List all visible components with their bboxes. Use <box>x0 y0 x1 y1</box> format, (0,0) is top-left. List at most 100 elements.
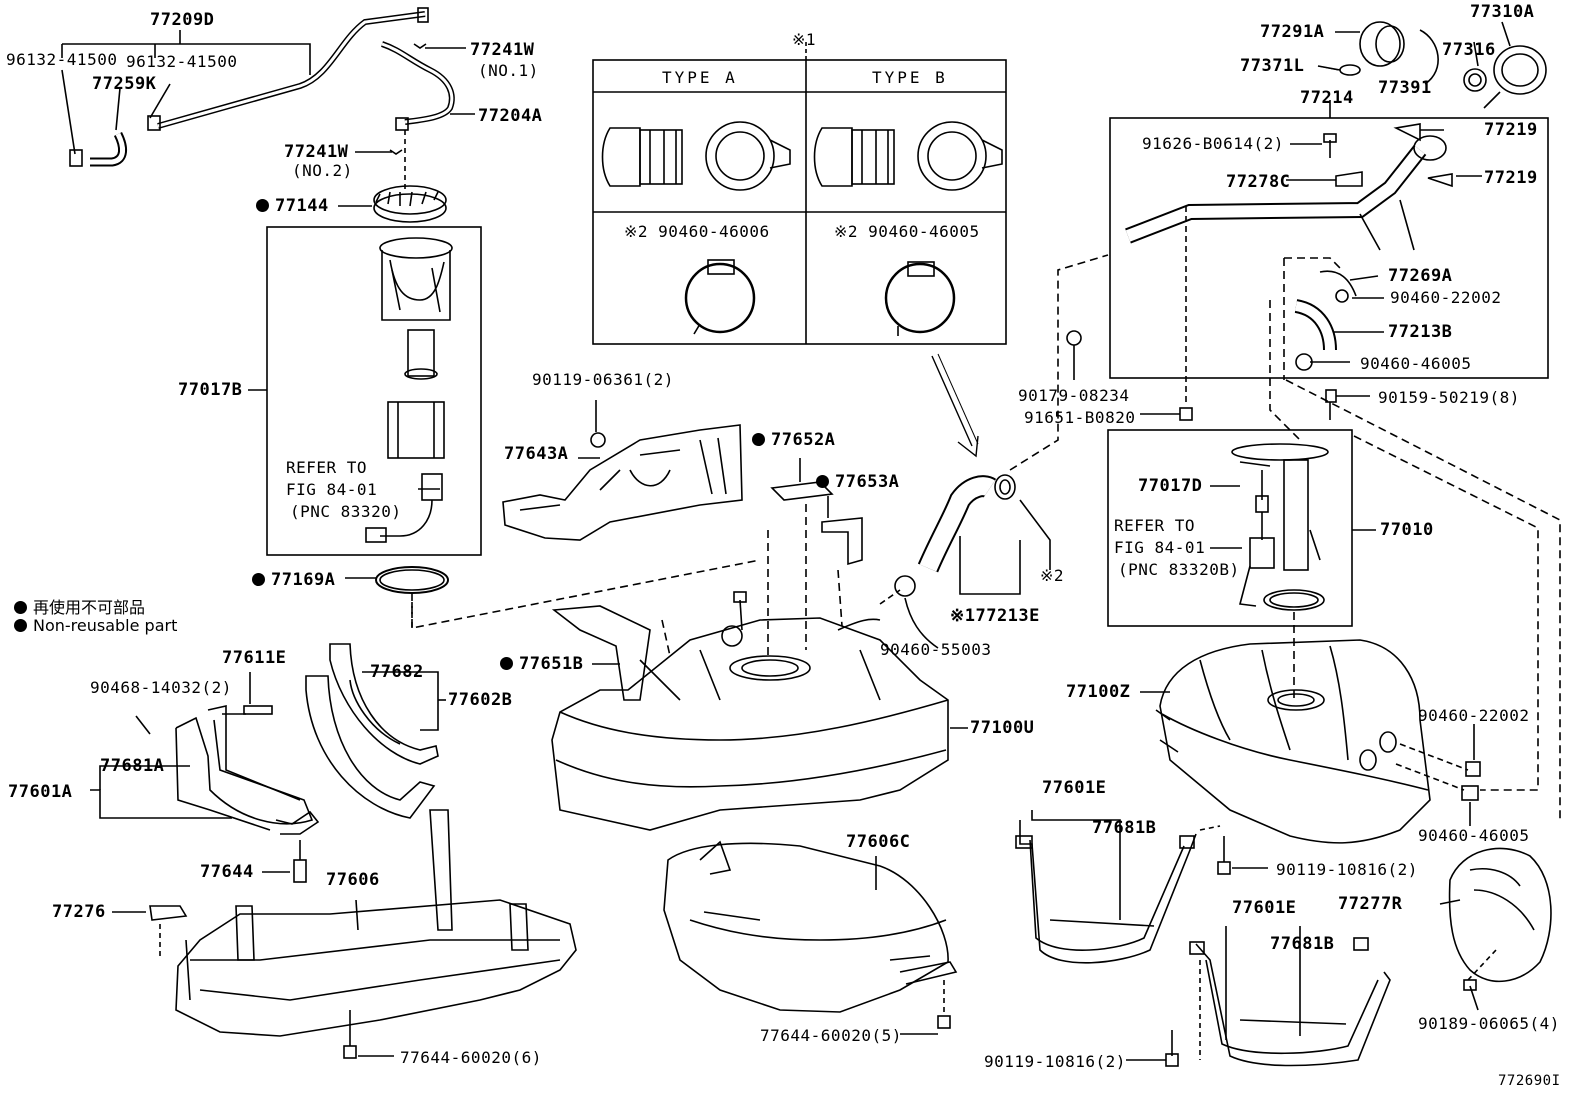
refer-pnc-1: (PNC 83320) <box>290 502 402 521</box>
refer-fig-1: FIG 84-01 <box>286 480 378 499</box>
protector-77606 <box>175 809 577 1037</box>
filler-hose-77213E <box>879 474 1051 649</box>
fuel-hose-77209D <box>69 7 429 167</box>
part-77213B: 77213B <box>1388 322 1453 342</box>
fuel-pump-box-2 <box>1107 429 1353 627</box>
part-77681B-lower: 77681B <box>1270 934 1335 954</box>
legend-dot-icon <box>14 601 27 614</box>
part-77259K: 77259K <box>92 74 157 94</box>
figure-id: 772690I <box>1498 1073 1561 1089</box>
part-96132-41500-left: 96132-41500 <box>6 50 118 69</box>
part-90159-50219: 90159-50219(8) <box>1378 388 1520 407</box>
lock-ring-77144 <box>373 130 447 223</box>
band-77651B <box>551 605 651 701</box>
non-reusable-dot-icon <box>252 573 265 586</box>
part-77681B-upper: 77681B <box>1092 818 1157 838</box>
part-90119-06361: 90119-06361(2) <box>532 370 674 389</box>
part-77010: 77010 <box>1380 520 1434 540</box>
refer-to-2: REFER TO <box>1114 516 1196 535</box>
pad-77653A <box>821 517 863 566</box>
filler-pipe-77214 <box>1066 123 1453 371</box>
refer-fig-2: FIG 84-01 <box>1114 538 1206 557</box>
part-77682: 77682 <box>370 662 424 682</box>
part-77278C: 77278C <box>1226 172 1291 192</box>
part-77653A: 77653A <box>816 474 899 491</box>
note-star1: ※1 <box>792 30 817 49</box>
protector-77606C <box>663 840 958 1013</box>
clamp-type-a: ※2 90460-46006 <box>624 222 770 241</box>
legend-en: Non-reusable part <box>14 616 177 635</box>
part-77643A: 77643A <box>504 444 569 464</box>
bracket-77277R <box>1439 847 1552 1011</box>
fuel-pump-box <box>266 226 482 556</box>
part-90119-10816-upper: 90119-10816(2) <box>1276 860 1418 879</box>
part-77291A: 77291A <box>1260 22 1325 42</box>
part-77017D: 77017D <box>1138 476 1203 496</box>
strap-77601E-77681B-b <box>1189 937 1391 1067</box>
part-77371L: 77371L <box>1240 56 1305 76</box>
part-77100U: 77100U <box>970 718 1035 738</box>
non-reusable-dot-icon <box>256 199 269 212</box>
non-reusable-dot-icon <box>500 657 513 670</box>
part-90468-14032: 90468-14032(2) <box>90 678 232 697</box>
part-77204A: 77204A <box>478 106 543 126</box>
part-77651B: 77651B <box>500 656 583 673</box>
note-no2: (NO.2) <box>292 161 353 180</box>
part-77214: 77214 <box>1300 88 1354 108</box>
heat-insulator-77643A <box>502 424 743 541</box>
filler-neck-box <box>1109 117 1549 379</box>
legend-dot-icon <box>14 619 27 632</box>
part-77681A: 77681A <box>100 756 165 776</box>
part-77169A: 77169A <box>252 572 335 589</box>
part-77219-lower: 77219 <box>1484 168 1538 188</box>
note-no1: (NO.1) <box>478 61 539 80</box>
filler-cap-parts <box>1339 21 1547 109</box>
fuel-tank-77100Z <box>1155 639 1431 844</box>
type-box <box>592 40 1007 345</box>
type-a-header: TYPE A <box>662 68 738 87</box>
part-77601A: 77601A <box>8 782 73 802</box>
clamp-type-b: ※2 90460-46005 <box>834 222 980 241</box>
part-77100Z: 77100Z <box>1066 682 1131 702</box>
part-77606C: 77606C <box>846 832 911 852</box>
legend-jp: 再使用不可部品 <box>14 594 145 618</box>
strap-77601E-77681B-a <box>1015 820 1221 964</box>
part-91651-B0820: 91651-B0820 <box>1024 408 1136 427</box>
fuel-pump-module <box>365 237 453 543</box>
part-77601E-lower: 77601E <box>1232 898 1297 918</box>
part-90119-10816-lower: 90119-10816(2) <box>984 1052 1126 1071</box>
part-77644-60020-6: 77644-60020(6) <box>400 1048 542 1067</box>
part-77310A: 77310A <box>1470 2 1535 22</box>
part-77601E-upper: 77601E <box>1042 778 1107 798</box>
fuel-pump-module-2 <box>1231 443 1329 611</box>
part-77652A: 77652A <box>752 432 835 449</box>
part-77391: 77391 <box>1378 78 1432 98</box>
part-90460-55003: 90460-55003 <box>880 640 992 659</box>
fuel-tank-77100U <box>551 591 949 831</box>
part-91626-B0614: 91626-B0614(2) <box>1142 134 1284 153</box>
part-90460-22002-upper: 90460-22002 <box>1390 288 1502 307</box>
part-77241W-no2: 77241W <box>284 142 349 162</box>
part-77277R: 77277R <box>1338 894 1403 914</box>
part-77219-upper: 77219 <box>1484 120 1538 140</box>
refer-to-1: REFER TO <box>286 458 368 477</box>
part-77017B: 77017B <box>178 380 243 400</box>
part-77144: 77144 <box>256 198 329 215</box>
part-90189-06065: 90189-06065(4) <box>1418 1014 1560 1033</box>
part-77316: 77316 <box>1442 40 1496 60</box>
non-reusable-dot-icon <box>816 475 829 488</box>
strap-77601A-77681A <box>175 705 320 835</box>
part-77644-60020-5: 77644-60020(5) <box>760 1026 902 1045</box>
part-90460-22002-lower: 90460-22002 <box>1418 706 1530 725</box>
note-star2: ※2 <box>1040 566 1065 585</box>
part-96132-41500-right: 96132-41500 <box>126 52 238 71</box>
part-77606: 77606 <box>326 870 380 890</box>
part-90460-46005-upper: 90460-46005 <box>1360 354 1472 373</box>
part-90179-08234: 90179-08234 <box>1018 386 1130 405</box>
part-77209D: 77209D <box>150 10 215 30</box>
non-reusable-dot-icon <box>752 433 765 446</box>
part-77644: 77644 <box>200 862 254 882</box>
part-77602B: 77602B <box>448 690 513 710</box>
refer-pnc-2: (PNC 83320B) <box>1118 560 1240 579</box>
